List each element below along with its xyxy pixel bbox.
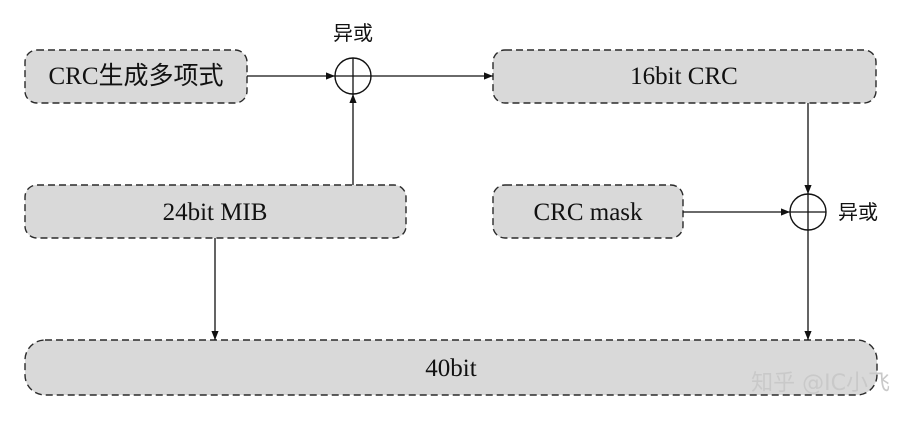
crc-polynomial-box: CRC生成多项式 (24, 49, 248, 104)
mib-label: 24bit MIB (163, 199, 268, 226)
crc-mask-label: CRC mask (533, 199, 643, 226)
crc16-label: 16bit CRC (630, 63, 738, 90)
crc-polynomial-label: CRC生成多项式 (48, 62, 223, 90)
xor-top-label: 异或 (333, 21, 373, 45)
crc-mask-box: CRC mask (492, 184, 684, 239)
mib-box: 24bit MIB (24, 184, 407, 239)
watermark-text: 知乎 @IC小飞 (751, 371, 890, 396)
output-40bit-box: 40bit (24, 339, 878, 396)
crc16-box: 16bit CRC (492, 49, 877, 104)
xor-right-label: 异或 (838, 200, 878, 224)
xor-node-right (789, 193, 827, 231)
xor-node-top (334, 57, 372, 95)
output-40bit-label: 40bit (425, 355, 476, 382)
